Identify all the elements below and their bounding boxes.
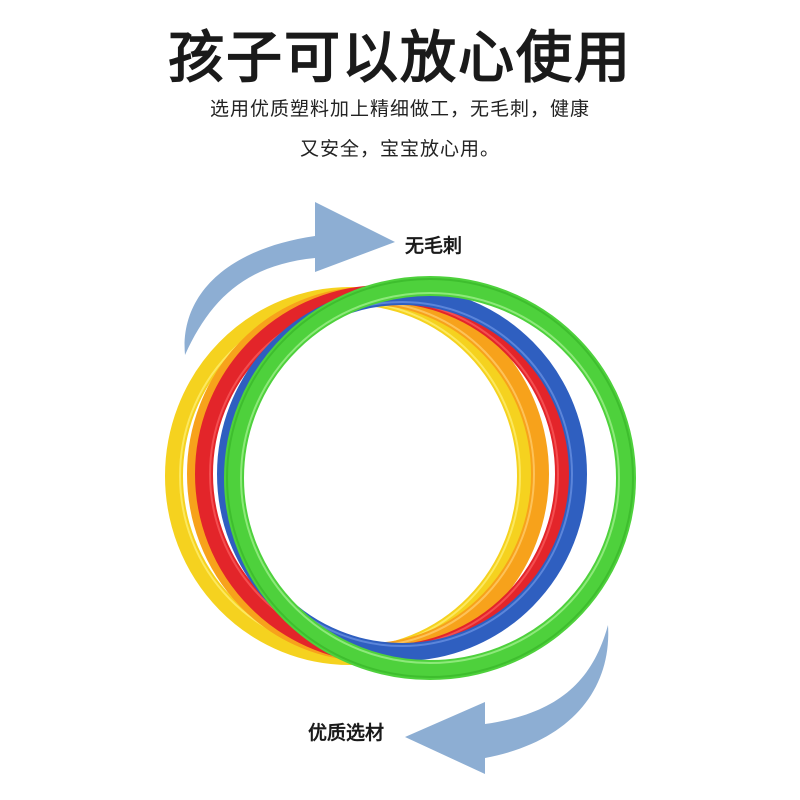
page-title: 孩子可以放心使用 [168,26,632,91]
hoop-ring-red [195,285,573,663]
label-quality-material: 优质选材 [308,722,385,744]
curved-arrow-left-icon [405,625,609,774]
description-line-1: 选用优质塑料加上精细做工，无毛刺，健康 [209,98,590,120]
label-no-burrs: 无毛刺 [405,235,463,257]
description-line-2: 又安全，宝宝放心用。 [299,138,500,160]
hoop-ring-green [224,276,636,680]
curved-arrow-right-icon [184,202,395,355]
